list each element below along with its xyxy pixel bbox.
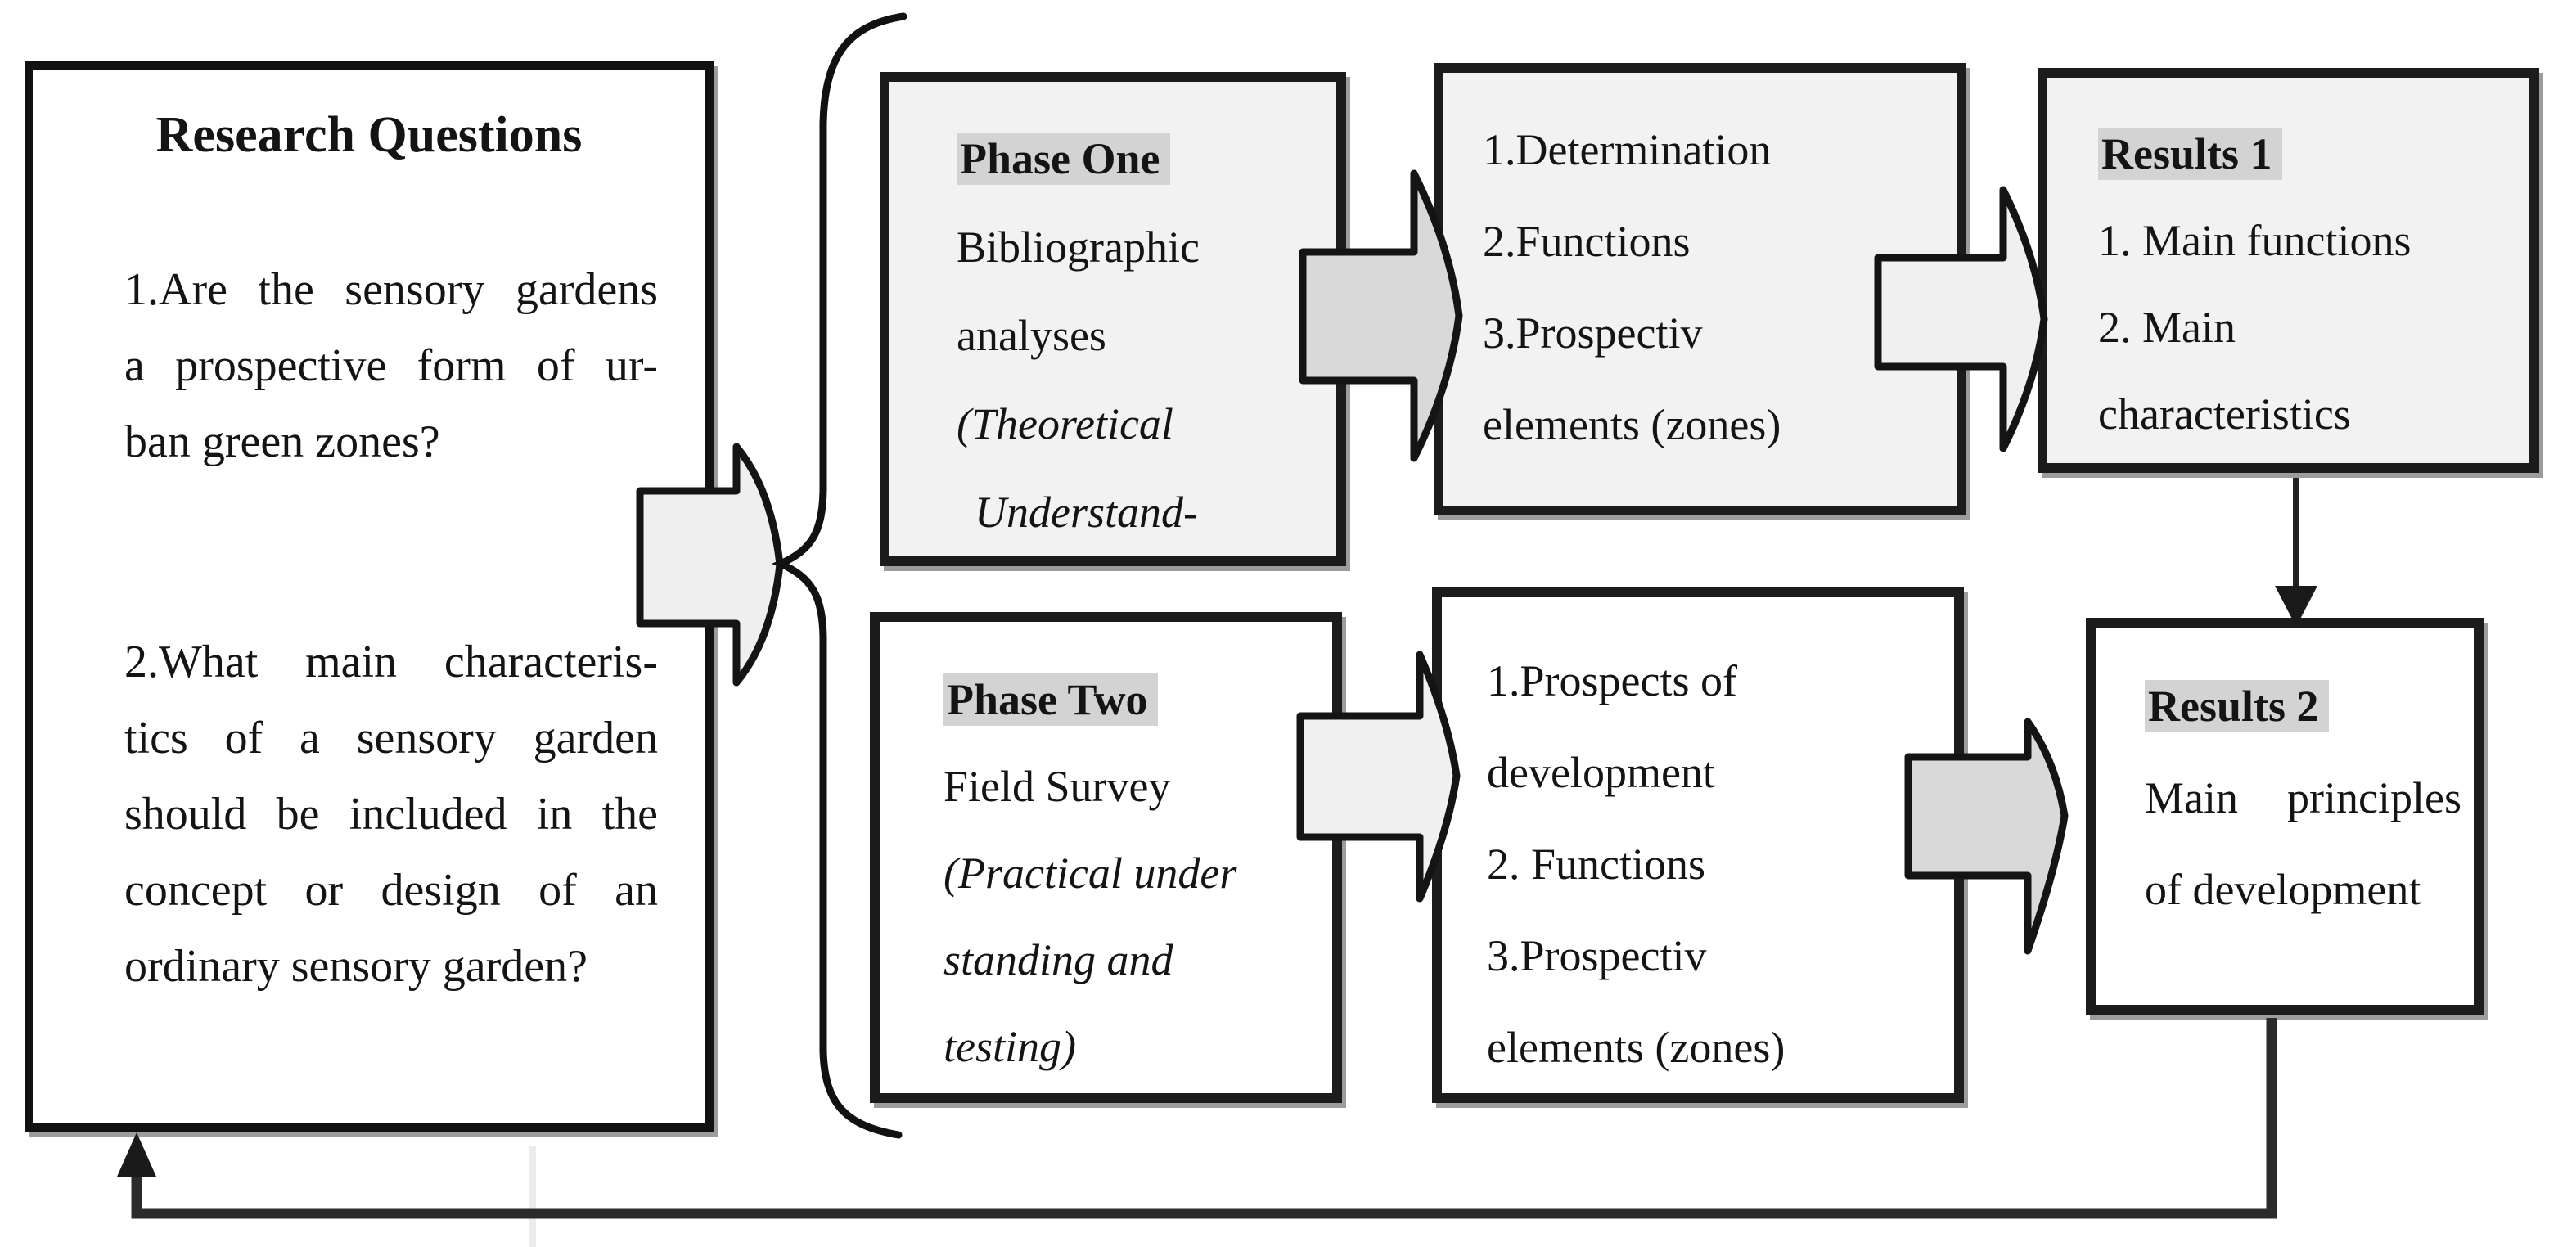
results-item: characteristics: [2098, 389, 2351, 439]
phase-two-note-line: standing and: [943, 935, 1173, 984]
results-2-title: Results 2: [2145, 660, 2461, 752]
phase-one-note-line: (Theoretical: [957, 399, 1173, 448]
phase-one-outputs-box: 1.Determination 2.Functions 3.Prospectiv…: [1434, 63, 1966, 515]
output-item: 2. Functions: [1487, 840, 1706, 889]
output-item: 1.Prospects of: [1487, 656, 1737, 705]
phase-one-line: analyses: [957, 311, 1106, 360]
research-questions-box: Research Questions 1.Are the sensory gar…: [25, 61, 714, 1132]
phase-two-note-line: (Practical under: [943, 849, 1237, 898]
results-item: 2. Main: [2098, 303, 2236, 352]
question-line: tics of a sensory garden: [124, 713, 658, 763]
question-line: concept or design of an: [124, 865, 658, 916]
up-arrowhead-icon: [117, 1132, 156, 1177]
output-item: elements (zones): [1483, 400, 1781, 449]
phase-two-title: Phase Two: [943, 656, 1320, 743]
results-item: Main principles: [2145, 773, 2461, 822]
question-line: should be included in the: [124, 789, 658, 840]
question-line: ban green zones?: [124, 416, 440, 467]
research-question-2: 2.What main characteris- tics of a senso…: [124, 624, 658, 1005]
phase-one-note-line: Understand-: [975, 488, 1198, 537]
phase-one-box: Phase One Bibliographic analyses (Theore…: [880, 72, 1346, 566]
question-line: 1.Are the sensory gardens: [124, 264, 658, 315]
phase-two-outputs-box: 1.Prospects of development 2. Functions …: [1432, 587, 1964, 1103]
output-item: 2.Functions: [1483, 217, 1691, 266]
results-item: of development: [2145, 865, 2421, 914]
output-item: 3.Prospectiv: [1483, 308, 1703, 358]
phase-one-line: Bibliographic: [957, 223, 1200, 272]
results-1-title: Results 1: [2098, 110, 2517, 197]
research-questions-title: Research Questions: [155, 107, 583, 163]
phase-two-box: Phase Two Field Survey (Practical under …: [870, 612, 1342, 1103]
output-item: 3.Prospectiv: [1487, 931, 1707, 980]
question-line: ordinary sensory garden?: [124, 941, 588, 992]
phase-two-line: Field Survey: [943, 762, 1171, 811]
output-item: development: [1487, 748, 1715, 797]
research-question-1: 1.Are the sensory gardens a prospective …: [124, 252, 658, 480]
question-line: 2.What main characteris-: [124, 637, 658, 687]
output-item: elements (zones): [1487, 1023, 1786, 1072]
phase-one-title: Phase One: [957, 115, 1320, 203]
results-2-box: Results 2 Main principles of development: [2086, 618, 2484, 1015]
output-item: 1.Determination: [1483, 125, 1772, 174]
results-1-box: Results 1 1. Main functions 2. Main char…: [2038, 68, 2539, 473]
results-item: 1. Main functions: [2098, 216, 2412, 265]
page-artifact-line: [529, 1146, 536, 1247]
phase-two-note-line: testing): [943, 1022, 1076, 1071]
question-line: a prospective form of ur-: [124, 340, 658, 391]
